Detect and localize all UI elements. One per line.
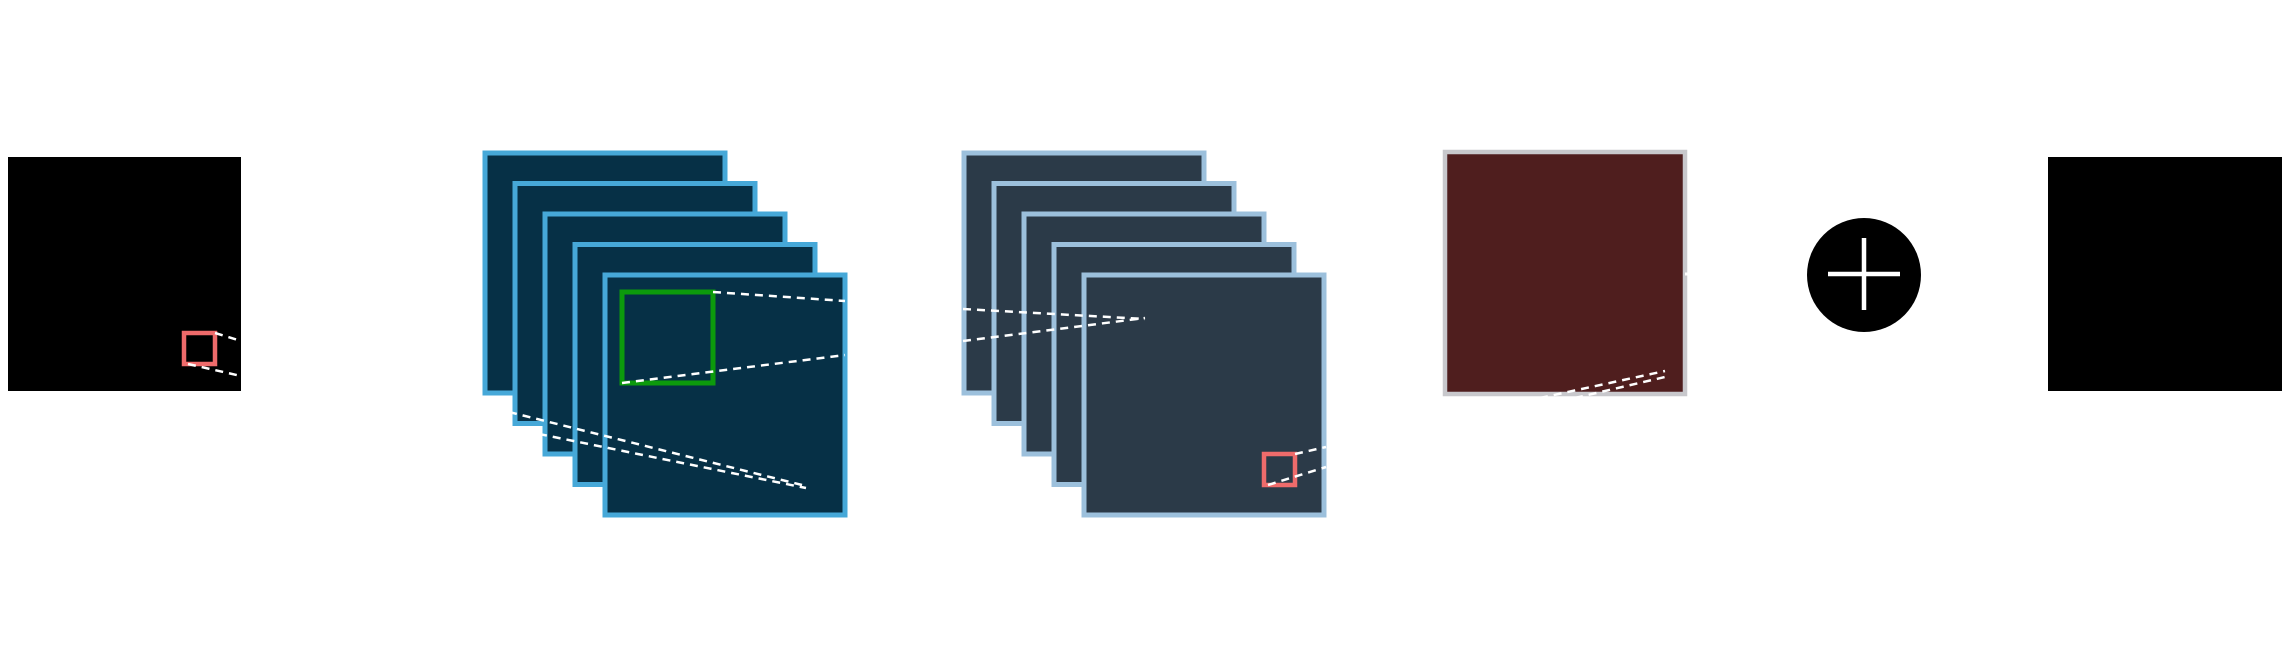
plus-circle-icon: [1807, 218, 1921, 332]
input-receptive-field: [181, 330, 218, 367]
stack2-connectors-out: [1267, 445, 1327, 487]
stack2-layer-5: [1081, 272, 1327, 518]
stack1-layer-5: [602, 272, 848, 518]
output-connectors: [1539, 369, 1666, 400]
feature-map-stack-2: [961, 150, 1327, 518]
input-connectors: [187, 331, 242, 378]
result-image: [2048, 157, 2282, 391]
stack2-connectors: [962, 307, 1146, 343]
stack1-receptive-field: [619, 289, 716, 386]
stack1-connectors: [508, 290, 846, 490]
input-image: [8, 157, 242, 391]
stack2-receptive-field: [1261, 451, 1298, 488]
output-map: [1442, 149, 1691, 397]
